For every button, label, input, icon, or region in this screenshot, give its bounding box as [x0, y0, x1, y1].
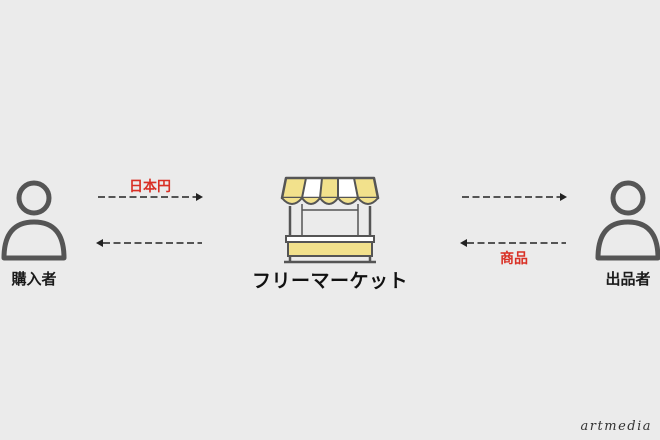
- brand-watermark: artmedia: [580, 419, 652, 434]
- goods-arrow-left: [460, 239, 566, 247]
- goods-label: 商品: [500, 251, 528, 267]
- buyer-person-icon: [1, 180, 67, 261]
- seller-person-icon: [595, 180, 660, 261]
- market-label: フリーマーケット: [251, 270, 408, 292]
- seller-label: 出品者: [605, 270, 651, 288]
- transfer-arrow-right: [462, 193, 567, 201]
- market-stall-icon: [280, 176, 380, 264]
- buyer-label: 購入者: [11, 270, 57, 288]
- payment-label: 日本円: [129, 179, 171, 195]
- payment-arrow-right: [98, 193, 203, 201]
- return-arrow-left: [96, 239, 202, 247]
